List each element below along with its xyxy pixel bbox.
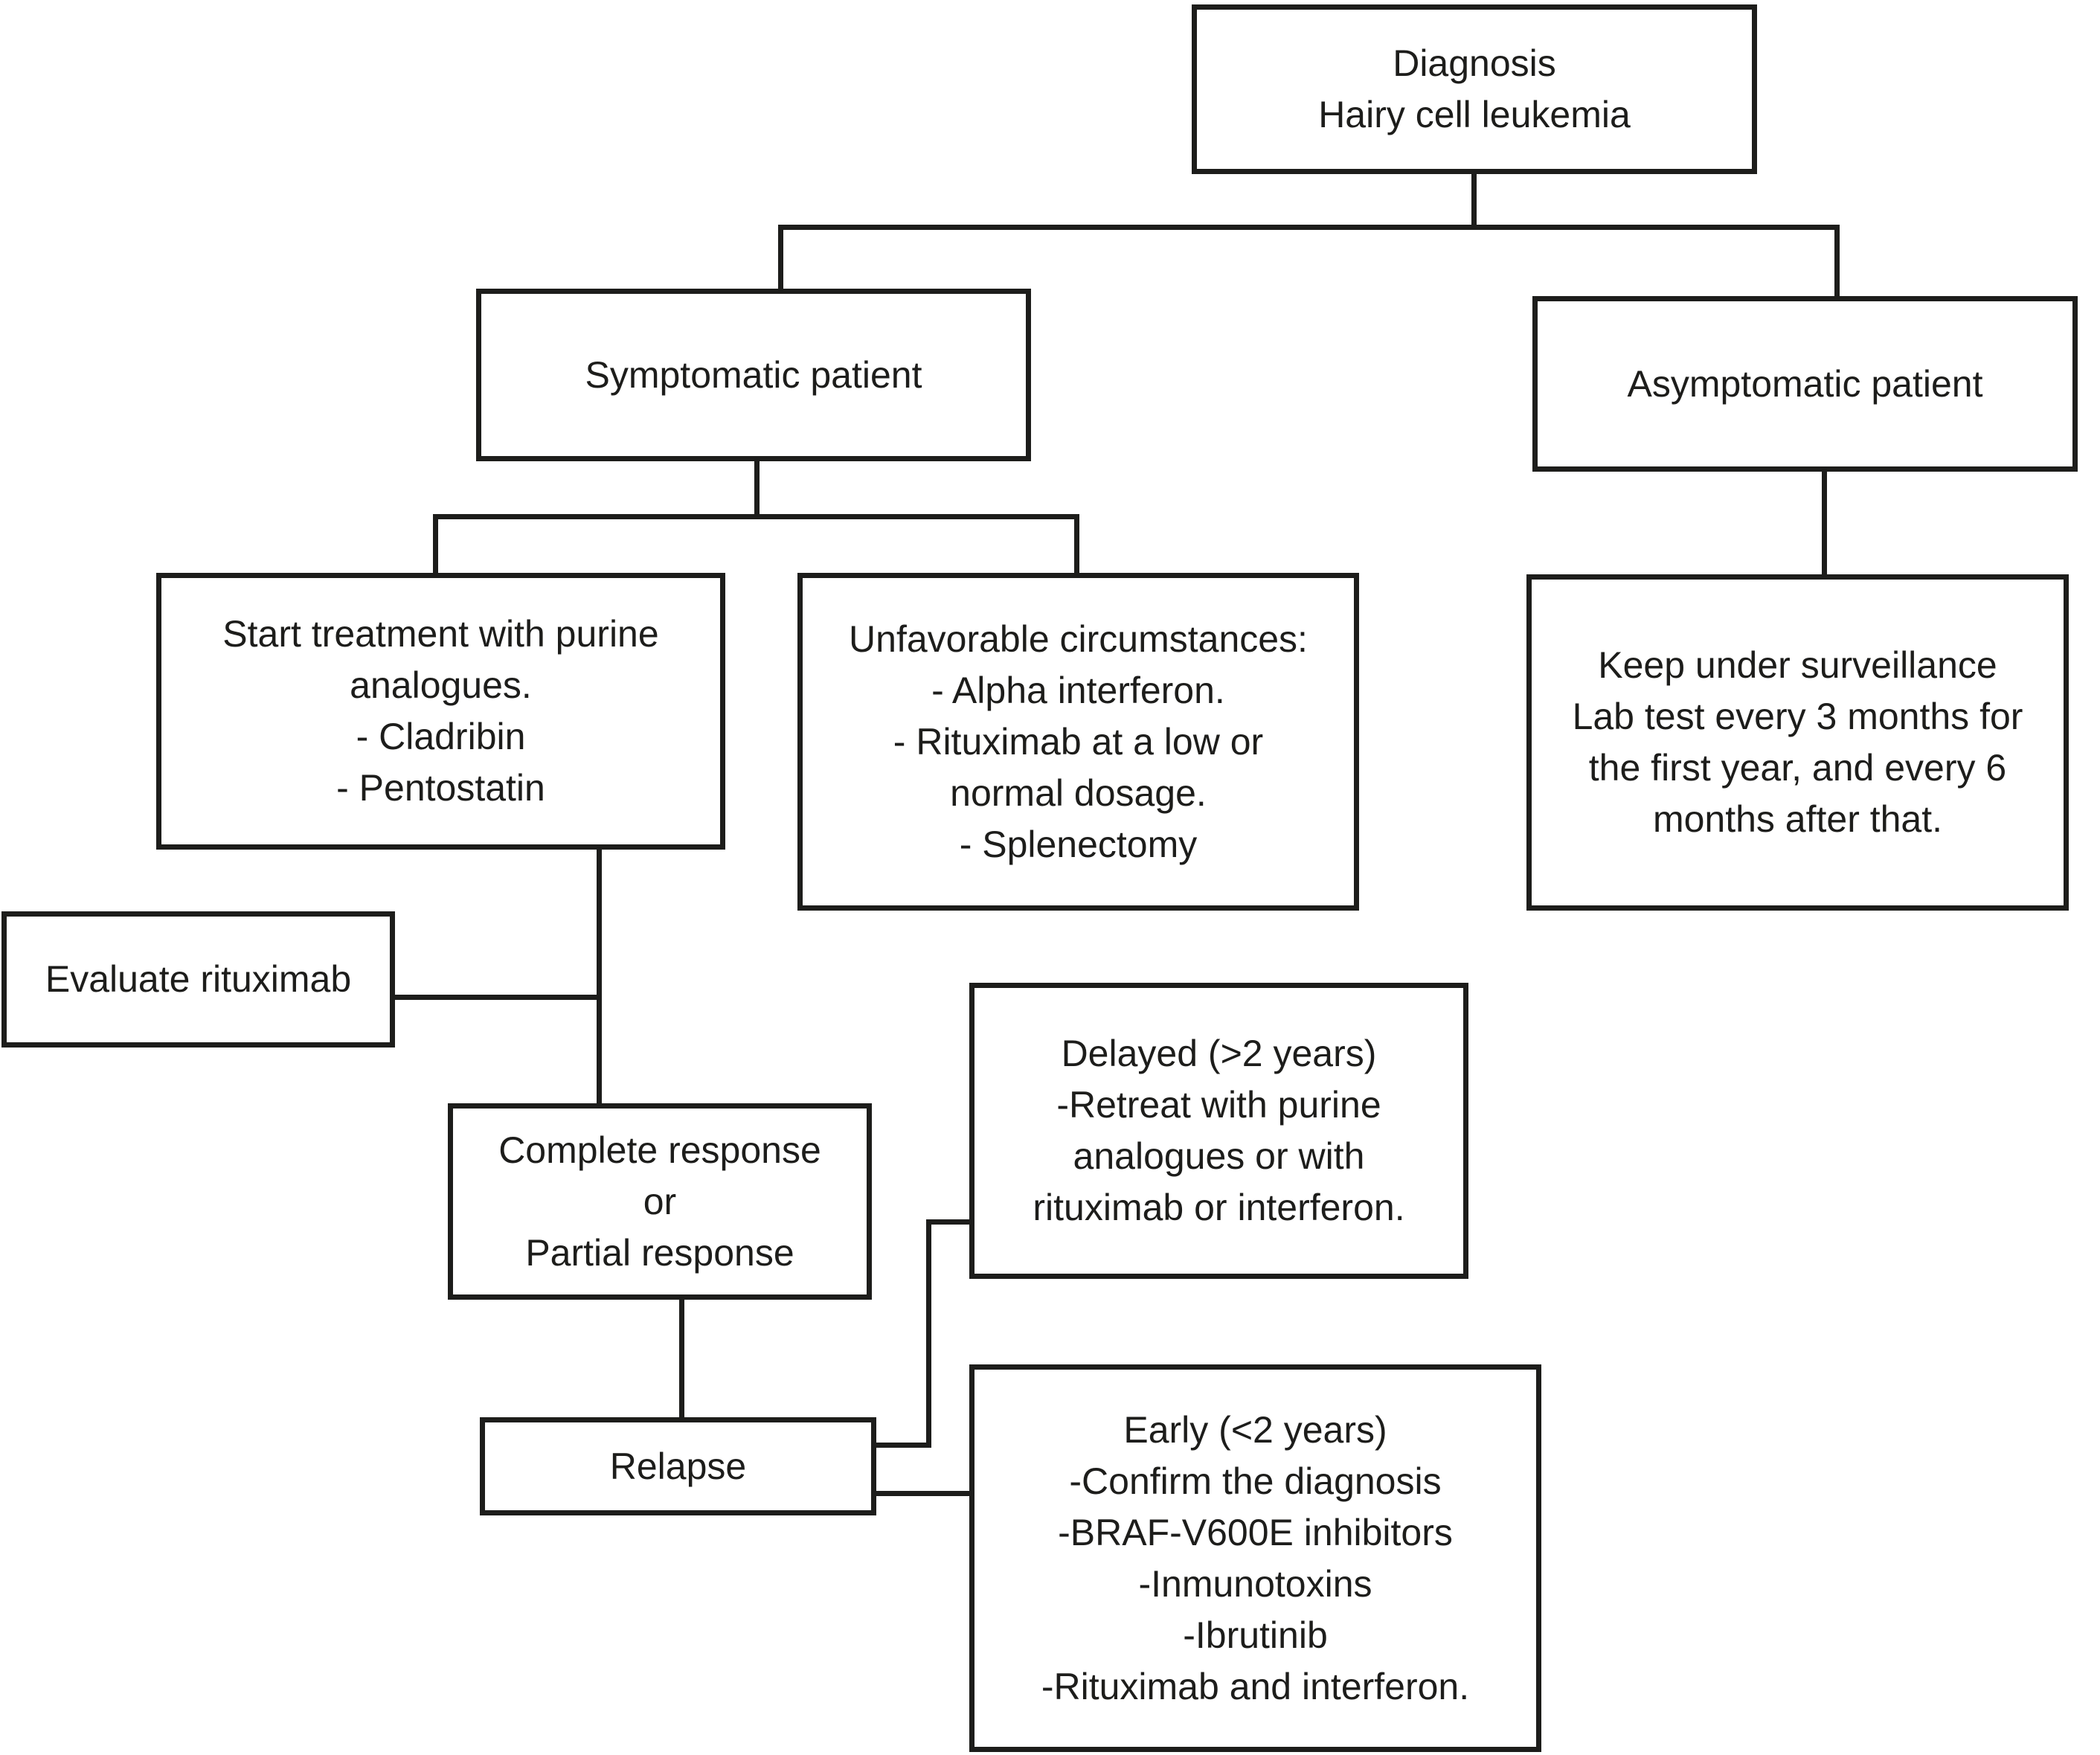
- node-start-treatment-label: Start treatment with purine analogues. -…: [222, 613, 659, 809]
- connector-symptomatic-split: [433, 514, 1079, 519]
- node-asymptomatic-patient-label: Asymptomatic patient: [1627, 362, 1983, 405]
- node-delayed-relapse: Delayed (>2 years) -Retreat with purine …: [969, 983, 1468, 1279]
- connector-symptomatic-down: [754, 461, 760, 517]
- node-diagnosis-label: Diagnosis Hairy cell leukemia: [1318, 42, 1631, 135]
- node-evaluate-rituximab-label: Evaluate rituximab: [45, 958, 352, 1000]
- node-delayed-relapse-label: Delayed (>2 years) -Retreat with purine …: [1033, 1033, 1405, 1228]
- connector-drop-unfavorable: [1074, 514, 1079, 576]
- connector-drop-asymptomatic: [1834, 225, 1840, 299]
- node-complete-or-partial-response: Complete response or Partial response: [448, 1103, 872, 1300]
- node-evaluate-rituximab: Evaluate rituximab: [1, 911, 395, 1047]
- node-early-relapse: Early (<2 years) -Confirm the diagnosis …: [969, 1364, 1541, 1752]
- node-start-treatment: Start treatment with purine analogues. -…: [156, 573, 725, 850]
- connector-top-split: [778, 225, 1840, 230]
- node-symptomatic-patient: Symptomatic patient: [476, 289, 1031, 461]
- connector-evaluate-rituximab-tee: [395, 995, 602, 1000]
- node-complete-or-partial-response-label: Complete response or Partial response: [498, 1129, 821, 1274]
- connector-relapse-to-delayed-v: [926, 1222, 931, 1448]
- connector-complete-to-relapse: [679, 1300, 684, 1420]
- connector-relapse-to-early: [876, 1491, 972, 1496]
- connector-drop-symptomatic: [778, 225, 783, 292]
- node-early-relapse-label: Early (<2 years) -Confirm the diagnosis …: [1041, 1408, 1470, 1707]
- connector-drop-start-treatment: [433, 514, 438, 576]
- connector-start-to-complete: [597, 850, 602, 1106]
- node-unfavorable-circumstances: Unfavorable circumstances: - Alpha inter…: [797, 573, 1359, 911]
- node-keep-under-surveillance-label: Keep under surveillance Lab test every 3…: [1572, 644, 2023, 840]
- node-relapse: Relapse: [480, 1417, 876, 1515]
- node-relapse-label: Relapse: [609, 1445, 747, 1487]
- node-diagnosis: Diagnosis Hairy cell leukemia: [1192, 4, 1757, 174]
- connector-diagnosis-down: [1471, 174, 1477, 228]
- connector-into-delayed: [926, 1219, 972, 1225]
- connector-asymptomatic-down: [1822, 472, 1827, 577]
- node-symptomatic-patient-label: Symptomatic patient: [585, 353, 922, 396]
- node-keep-under-surveillance: Keep under surveillance Lab test every 3…: [1526, 574, 2069, 911]
- node-asymptomatic-patient: Asymptomatic patient: [1532, 296, 2078, 472]
- node-unfavorable-circumstances-label: Unfavorable circumstances: - Alpha inter…: [849, 617, 1308, 865]
- connector-relapse-to-delayed-h: [876, 1443, 931, 1448]
